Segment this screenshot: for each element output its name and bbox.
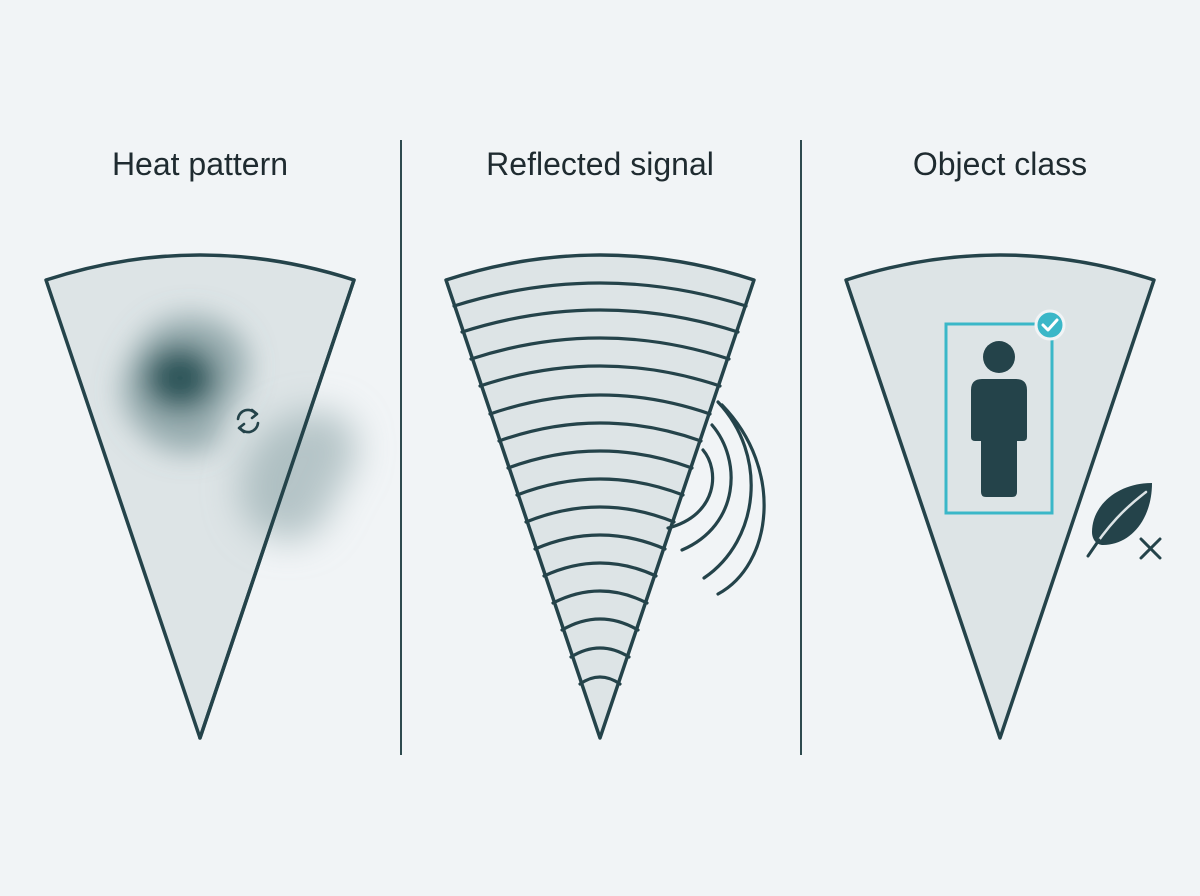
refresh-icon	[236, 408, 260, 434]
detection-box	[944, 322, 1054, 515]
person-icon	[971, 341, 1027, 497]
leaf-icon	[1086, 483, 1152, 558]
x-icon	[1139, 537, 1162, 560]
heat-blob-secondary	[239, 411, 357, 540]
checkmark-icon	[1034, 309, 1066, 341]
reflected-panel	[444, 253, 766, 740]
panel-divider	[400, 140, 402, 755]
panel-title-object-class: Object class	[912, 146, 1088, 182]
panel-title-heat-pattern: Heat pattern	[111, 146, 289, 182]
heat-blob-primary	[121, 315, 249, 454]
panel-divider	[800, 140, 802, 755]
heat-panel	[44, 253, 357, 740]
object-panel	[844, 253, 1162, 740]
panel-title-reflected-signal: Reflected signal	[486, 146, 714, 182]
signal-arcs	[452, 281, 748, 686]
sensor-cone-edge	[198, 278, 356, 740]
sensor-cone	[44, 253, 356, 740]
signal-waves-icon	[666, 400, 766, 596]
